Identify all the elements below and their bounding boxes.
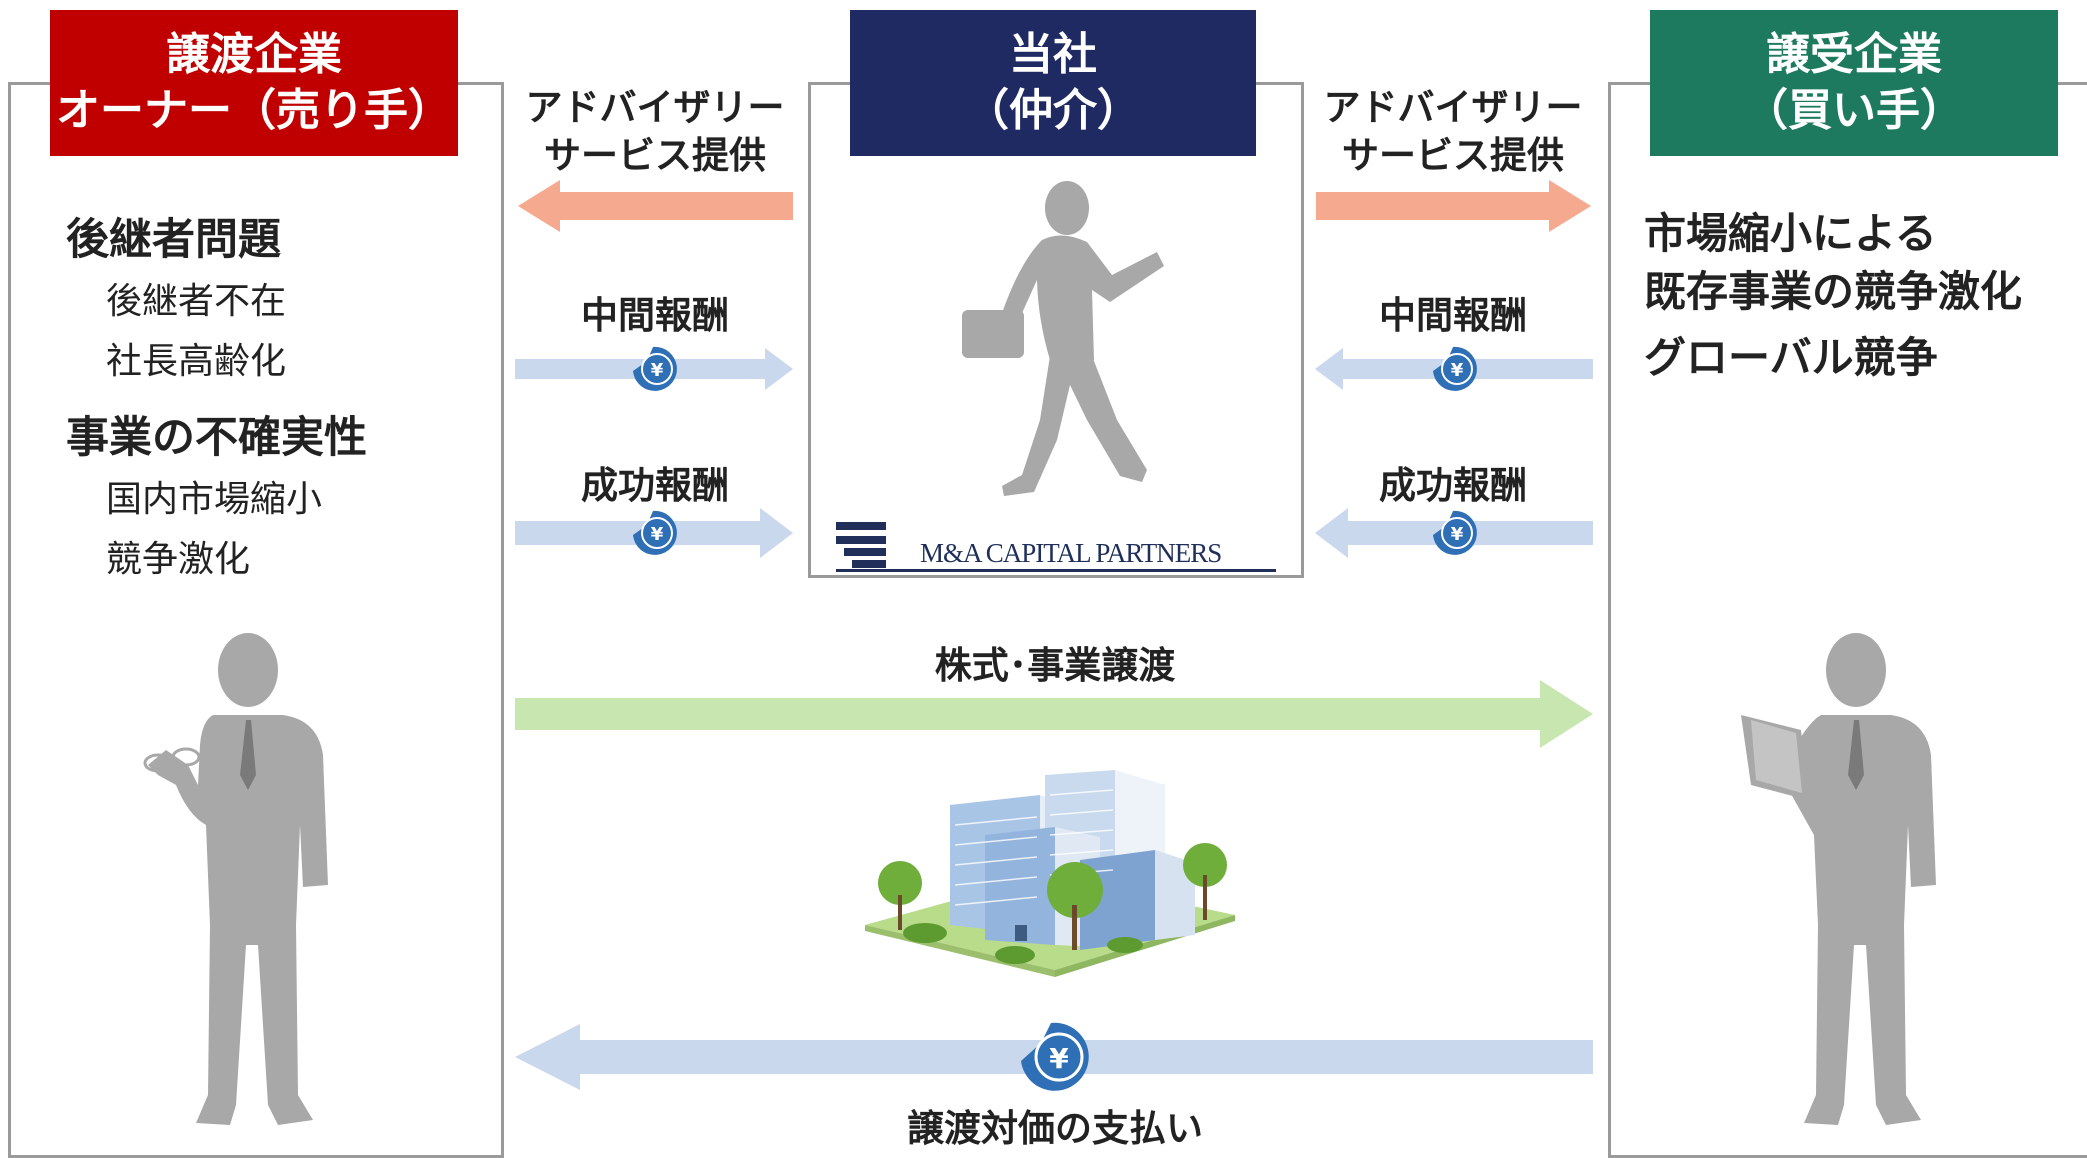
interim-fee-label-right: 中間報酬 bbox=[1379, 294, 1527, 337]
advisory-arrow-right bbox=[1316, 180, 1591, 232]
seller-issue-item: 社長高齢化 bbox=[106, 341, 287, 382]
yen-coin-icon: ¥ bbox=[1433, 346, 1477, 391]
seller-issue-item: 後継者不在 bbox=[106, 281, 287, 322]
advisory-label-right-line2: サービス提供 bbox=[1342, 134, 1564, 177]
person-reading-icon bbox=[143, 633, 328, 1125]
seller-issue-item: 競争激化 bbox=[106, 539, 251, 580]
company-logo-icon bbox=[836, 522, 1276, 572]
seller-header: 譲渡企業 オーナー（売り手） bbox=[50, 10, 458, 156]
seller-issue-heading-1: 後継者問題 bbox=[66, 215, 281, 265]
success-fee-label-right: 成功報酬 bbox=[1379, 464, 1527, 507]
yen-symbol: ¥ bbox=[1451, 360, 1464, 381]
buyer-header-line1: 譲受企業 bbox=[1766, 29, 1942, 80]
yen-symbol: ¥ bbox=[1451, 524, 1464, 545]
office-building-icon bbox=[865, 770, 1235, 977]
yen-symbol: ¥ bbox=[651, 524, 664, 545]
company-header: 当社 （仲介） bbox=[850, 10, 1256, 156]
advisory-label-right: アドバイザリー サービス提供 bbox=[1313, 84, 1593, 180]
buyer-header-line2: （買い手） bbox=[1744, 85, 1964, 136]
advisory-label-right-line1: アドバイザリー bbox=[1323, 86, 1583, 129]
advisory-label-left: アドバイザリー サービス提供 bbox=[515, 84, 795, 180]
share-transfer-arrow bbox=[515, 680, 1593, 748]
buyer-issues: 市場縮小による 既存事業の競争激化 グローバル競争 bbox=[1644, 205, 2022, 387]
share-transfer-label: 株式･事業譲渡 bbox=[934, 644, 1176, 687]
yen-coin-icon: ¥ bbox=[633, 510, 677, 555]
yen-symbol: ¥ bbox=[1049, 1042, 1069, 1075]
seller-issue-heading-2: 事業の不確実性 bbox=[66, 413, 367, 463]
logo-underline bbox=[836, 569, 1272, 572]
buyer-issue-line: 市場縮小による bbox=[1644, 209, 1937, 258]
advisory-arrow-left bbox=[518, 180, 793, 232]
advisory-label-left-line2: サービス提供 bbox=[544, 134, 766, 177]
person-walking-icon bbox=[962, 181, 1164, 496]
yen-coin-icon: ¥ bbox=[1433, 510, 1477, 555]
seller-issue-item: 国内市場縮小 bbox=[106, 479, 323, 520]
yen-coin-icon: ¥ bbox=[1021, 1022, 1089, 1091]
company-header-line2: （仲介） bbox=[965, 85, 1141, 136]
company-logo-text: M&A CAPITAL PARTNERS bbox=[920, 538, 1222, 568]
yen-coin-icon: ¥ bbox=[633, 346, 677, 391]
buyer-issue-line: 既存事業の競争激化 bbox=[1644, 267, 2023, 316]
buyer-issue-line: グローバル競争 bbox=[1644, 333, 1938, 382]
person-notebook-icon bbox=[1741, 633, 1936, 1125]
company-header-line1: 当社 bbox=[1009, 29, 1097, 80]
seller-header-line2: オーナー（売り手） bbox=[56, 85, 452, 136]
advisory-label-left-line1: アドバイザリー bbox=[525, 86, 785, 129]
buyer-header: 譲受企業 （買い手） bbox=[1650, 10, 2058, 156]
success-fee-label-left: 成功報酬 bbox=[581, 464, 729, 507]
seller-header-line1: 譲渡企業 bbox=[166, 29, 342, 80]
interim-fee-label-left: 中間報酬 bbox=[581, 294, 729, 337]
yen-symbol: ¥ bbox=[651, 360, 664, 381]
